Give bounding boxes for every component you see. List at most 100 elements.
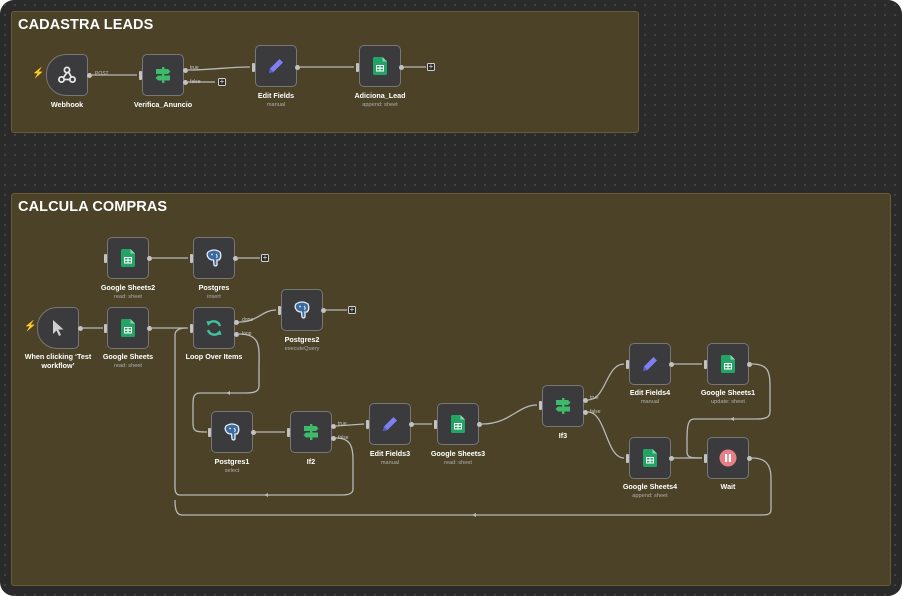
output-handle-done[interactable] <box>234 319 239 325</box>
node-wait[interactable] <box>707 437 749 479</box>
sticky-note-cadastra-leads[interactable]: CADASTRA LEADS <box>11 11 639 133</box>
output-handle[interactable] <box>321 307 326 313</box>
arrow-head <box>730 417 734 421</box>
node-postgres1[interactable] <box>211 411 253 453</box>
input-handle[interactable] <box>626 453 629 463</box>
output-handle-false[interactable] <box>331 435 336 441</box>
node-google-sheets4[interactable] <box>629 437 671 479</box>
input-handle[interactable] <box>208 427 211 437</box>
port-label-true: true <box>590 395 599 401</box>
node-label: Edit Fields <box>257 91 295 100</box>
node-label: Google Sheets <box>102 352 154 361</box>
input-handle[interactable] <box>626 359 629 369</box>
node-google-sheets3[interactable] <box>437 403 479 445</box>
input-handle[interactable] <box>704 453 707 463</box>
node-manual-trigger[interactable] <box>37 307 79 349</box>
node-loop-over-items[interactable] <box>193 307 235 349</box>
port-label-false: false <box>338 435 349 441</box>
node-edit-fields3[interactable] <box>369 403 411 445</box>
input-handle[interactable] <box>704 359 707 369</box>
output-handle[interactable] <box>747 455 752 461</box>
node-if3[interactable] <box>542 385 584 427</box>
google-sheets-icon <box>721 355 735 373</box>
output-handle-true[interactable] <box>183 67 188 73</box>
cursor-icon <box>53 320 64 336</box>
node-edit-fields[interactable] <box>255 45 297 87</box>
output-handle[interactable] <box>233 255 238 261</box>
connection-loop-loop-postgres1 <box>192 333 260 433</box>
node-webhook[interactable] <box>46 54 88 96</box>
output-handle[interactable] <box>669 361 674 367</box>
output-handle-false[interactable] <box>183 79 188 85</box>
port-label-done: done <box>242 317 254 323</box>
node-postgres[interactable] <box>193 237 235 279</box>
port-label-true: true <box>190 65 199 71</box>
connection-if2-false-back <box>174 327 354 496</box>
output-handle[interactable] <box>295 64 300 70</box>
node-label: When clicking ‘Test workflow’ <box>24 352 92 370</box>
output-handle[interactable] <box>409 421 414 427</box>
output-handle-true[interactable] <box>331 423 336 429</box>
input-handle[interactable] <box>190 253 193 263</box>
connection-gsheets3-if3 <box>481 404 538 425</box>
input-handle[interactable] <box>287 427 290 437</box>
node-adiciona-lead[interactable] <box>359 45 401 87</box>
input-handle[interactable] <box>366 419 369 429</box>
add-node-button[interactable]: + <box>427 62 435 71</box>
add-node-button[interactable]: + <box>261 253 269 262</box>
output-handle[interactable] <box>477 421 482 427</box>
pencil-icon <box>383 417 397 431</box>
node-subtitle: append: sheet <box>362 102 398 108</box>
connection-verifica-editfields <box>187 66 251 71</box>
input-handle[interactable] <box>190 323 193 333</box>
add-node-button[interactable]: + <box>348 305 356 314</box>
input-handle[interactable] <box>104 323 107 333</box>
input-handle[interactable] <box>539 400 542 410</box>
google-sheets-icon <box>643 449 657 467</box>
google-sheets-icon <box>121 249 135 267</box>
node-subtitle: read: sheet <box>114 294 142 300</box>
node-label: Edit Fields4 <box>629 388 671 397</box>
node-google-sheets[interactable] <box>107 307 149 349</box>
output-handle-false[interactable] <box>583 409 588 415</box>
node-verifica-anuncio[interactable] <box>142 54 184 96</box>
output-handle-loop[interactable] <box>234 331 239 337</box>
output-handle-true[interactable] <box>583 397 588 403</box>
output-handle[interactable] <box>147 255 152 261</box>
connection-gsheets1-wait <box>686 363 771 459</box>
node-label: Webhook <box>50 100 84 109</box>
input-handle[interactable] <box>434 419 437 429</box>
input-handle[interactable] <box>139 70 142 80</box>
node-subtitle: insert <box>207 294 221 300</box>
pencil-icon <box>643 357 657 371</box>
node-subtitle: select <box>224 468 240 474</box>
node-google-sheets1[interactable] <box>707 343 749 385</box>
output-handle[interactable] <box>87 72 92 78</box>
node-label: Google Sheets1 <box>700 388 756 397</box>
output-handle[interactable] <box>147 325 152 331</box>
output-handle[interactable] <box>669 455 674 461</box>
input-handle[interactable] <box>104 253 107 263</box>
trigger-bolt-icon: ⚡ <box>24 321 37 332</box>
node-edit-fields4[interactable] <box>629 343 671 385</box>
add-node-button[interactable]: + <box>218 77 226 86</box>
output-handle[interactable] <box>251 429 256 435</box>
input-handle[interactable] <box>252 62 255 72</box>
port-label-false: false <box>590 409 601 415</box>
sticky-note-title: CALCULA COMPRAS <box>18 199 168 215</box>
input-handle[interactable] <box>356 62 359 72</box>
node-if2[interactable] <box>290 411 332 453</box>
google-sheets-icon <box>121 319 135 337</box>
node-postgres2[interactable] <box>281 289 323 331</box>
port-label-post: POST <box>95 71 109 77</box>
output-handle[interactable] <box>78 325 83 331</box>
node-label: Edit Fields3 <box>369 449 411 458</box>
node-google-sheets2[interactable] <box>107 237 149 279</box>
webhook-icon <box>58 66 76 83</box>
output-handle[interactable] <box>747 361 752 367</box>
output-handle[interactable] <box>399 64 404 70</box>
input-handle[interactable] <box>278 305 281 315</box>
node-subtitle: read: sheet <box>444 460 472 466</box>
